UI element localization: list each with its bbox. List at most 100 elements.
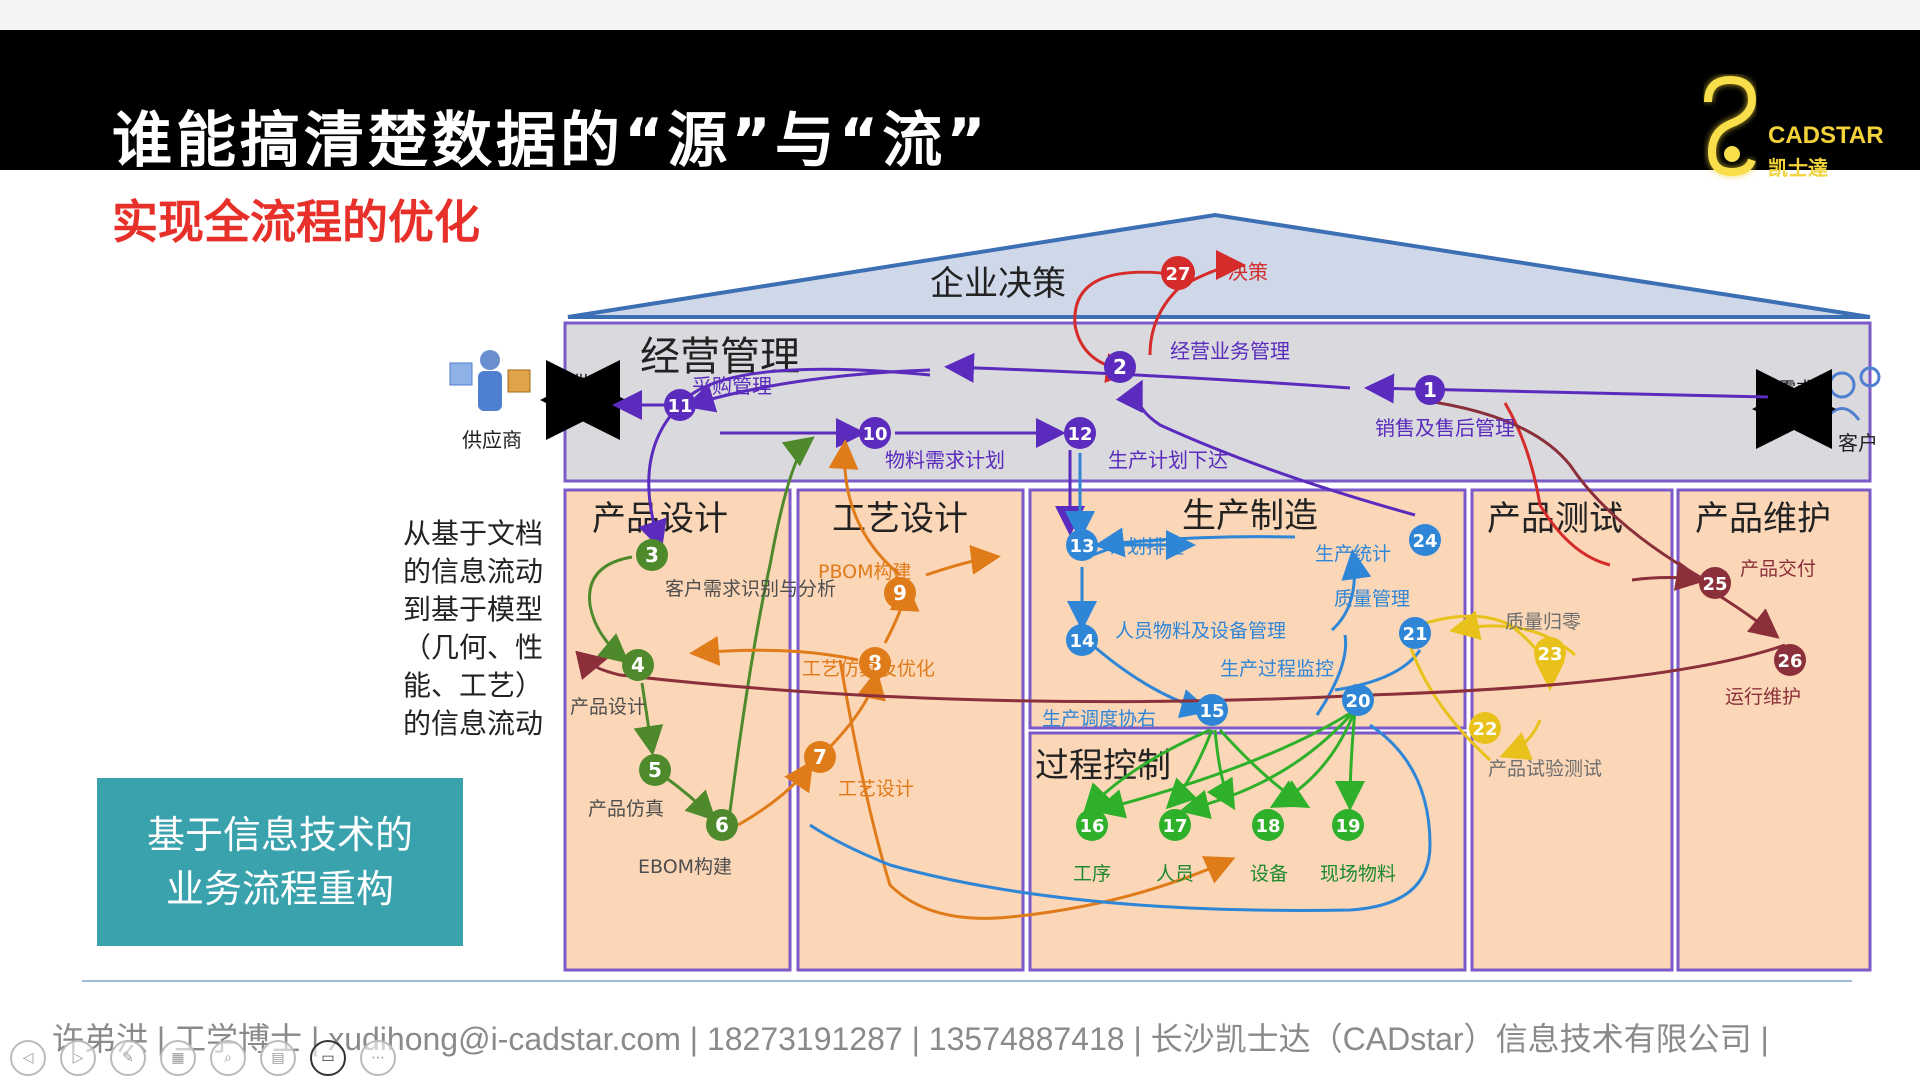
diagram-node-10: 10	[859, 417, 891, 449]
customer-label: 客户	[1838, 431, 1878, 455]
orange-flows	[689, 439, 1236, 920]
slides-overview-icon[interactable]: ▦	[160, 1040, 196, 1076]
section-process-control	[1028, 731, 1467, 972]
diagram-node-26: 26	[1774, 644, 1806, 676]
diagram-node-18: 18	[1252, 809, 1284, 841]
node-number: 6	[715, 813, 729, 837]
node-label: PBOM构建	[818, 561, 912, 583]
roof-label: 企业决策	[930, 264, 1066, 304]
section-label: 生产制造	[1182, 496, 1318, 536]
diagram-node-20: 20	[1342, 684, 1374, 716]
side-text-line: 从基于文档	[402, 517, 543, 550]
node-number: 15	[1199, 701, 1224, 722]
node-label: 生产统计	[1315, 543, 1391, 565]
node-label: 质量归零	[1505, 611, 1581, 633]
node-number: 1	[1423, 378, 1437, 402]
camera-icon[interactable]: ▭	[310, 1040, 346, 1076]
node-label: 产品试验测试	[1488, 758, 1602, 780]
pen-tool-icon[interactable]: ✎	[110, 1040, 146, 1076]
side-text-line: 的信息流动	[402, 707, 543, 740]
diagram-node-3: 3	[636, 539, 668, 571]
logo-brand-cn: 凯士達	[1768, 156, 1828, 180]
section-label: 产品测试	[1487, 499, 1623, 539]
node-label: 工艺设计	[838, 778, 914, 800]
node-label: 生产过程监控	[1220, 658, 1334, 680]
diagram-node-25: 25	[1699, 567, 1731, 599]
node-label: 决策	[1228, 260, 1268, 284]
node-label: 销售及售后管理	[1375, 416, 1515, 440]
node-label: 生产调度协右	[1042, 708, 1156, 730]
node-number: 19	[1335, 816, 1360, 837]
node-number: 9	[893, 581, 907, 605]
node-number: 10	[862, 424, 887, 445]
green-flows	[588, 436, 815, 828]
zoom-icon[interactable]: ⌕	[210, 1040, 246, 1076]
node-number: 16	[1079, 816, 1104, 837]
side-text-line: 能、工艺）	[402, 669, 543, 702]
section-product-design	[563, 488, 792, 972]
diagram-node-7: 7	[804, 741, 836, 773]
node-number: 22	[1472, 719, 1497, 740]
supplier-arrow-label: 供应	[572, 373, 608, 394]
diagram-node-16: 16	[1076, 809, 1108, 841]
slide-header: 谁能搞清楚数据的“源”与“流” CADSTAR 凯士達	[0, 30, 1920, 180]
node-label: 生产计划下达	[1108, 448, 1228, 472]
diagram-node-21: 21	[1399, 617, 1431, 649]
diagram-node-8: 8	[859, 647, 891, 679]
top-strip	[0, 0, 1920, 30]
supplier-icon	[449, 350, 531, 411]
node-number: 12	[1067, 424, 1092, 445]
diagram-node-24: 24	[1409, 524, 1441, 556]
diagram-node-9: 9	[884, 577, 916, 609]
logo-mark-icon	[1703, 74, 1758, 178]
diagram-node-11: 11	[664, 389, 696, 421]
node-number: 18	[1255, 816, 1280, 837]
node-label: 运行维护	[1725, 686, 1801, 708]
node-number: 2	[1113, 355, 1127, 379]
node-number: 24	[1412, 531, 1437, 552]
node-number: 5	[648, 758, 662, 782]
diagram-node-23: 23	[1534, 637, 1566, 669]
section-product-test	[1470, 488, 1674, 972]
node-number: 25	[1702, 574, 1727, 595]
node-label: 现场物料	[1320, 863, 1396, 885]
diagram-node-13: 13	[1066, 529, 1098, 561]
node-label: 工艺仿真及优化	[802, 658, 935, 680]
process-house-diagram: 企业决策 经营管理 产品设计 工艺设计 生产制造 产品测试 产品维护 过程控制 …	[449, 212, 1881, 972]
node-label: 设备	[1250, 863, 1288, 885]
side-text-line: 的信息流动	[402, 555, 543, 588]
diagram-node-19: 19	[1332, 809, 1364, 841]
node-number: 17	[1162, 816, 1187, 837]
diagram-node-5: 5	[639, 754, 671, 786]
previous-slide-icon[interactable]: ◁	[10, 1040, 46, 1076]
callout-line: 基于信息技术的	[146, 813, 413, 857]
presentation-controls: ◁ ▷ ✎ ▦ ⌕ ▤ ▭ ⋯	[10, 1040, 396, 1076]
node-number: 23	[1537, 644, 1562, 665]
more-options-icon[interactable]: ⋯	[360, 1040, 396, 1076]
node-number: 4	[631, 653, 645, 677]
node-number: 8	[868, 651, 882, 675]
next-slide-icon[interactable]: ▷	[60, 1040, 96, 1076]
supplier-label: 供应商	[462, 428, 522, 452]
node-label: 物料需求计划	[885, 448, 1005, 472]
logo-brand-en: CADSTAR	[1768, 122, 1884, 149]
node-label: EBOM构建	[638, 856, 732, 878]
diagram-node-22: 22	[1469, 712, 1501, 744]
slide-title: 谁能搞清楚数据的“源”与“流”	[112, 106, 990, 176]
diagram-node-27: 27	[1161, 256, 1195, 290]
node-label: 计划排程	[1108, 536, 1184, 558]
diagram-node-14: 14	[1066, 624, 1098, 656]
node-number: 3	[645, 543, 659, 567]
node-label: 产品交付	[1740, 558, 1816, 580]
section-label: 产品维护	[1695, 499, 1831, 539]
side-text-line: （几何、性	[402, 631, 543, 664]
node-label: 工序	[1073, 863, 1111, 885]
node-label: 产品设计	[570, 696, 646, 718]
node-number: 21	[1402, 624, 1427, 645]
node-number: 13	[1069, 536, 1094, 557]
subtitles-icon[interactable]: ▤	[260, 1040, 296, 1076]
diagram-node-2: 2	[1104, 351, 1136, 383]
bright-green-flows	[1082, 708, 1366, 820]
customer-arrow-label: 需求	[1778, 379, 1814, 400]
node-label: 采购管理	[692, 374, 772, 398]
